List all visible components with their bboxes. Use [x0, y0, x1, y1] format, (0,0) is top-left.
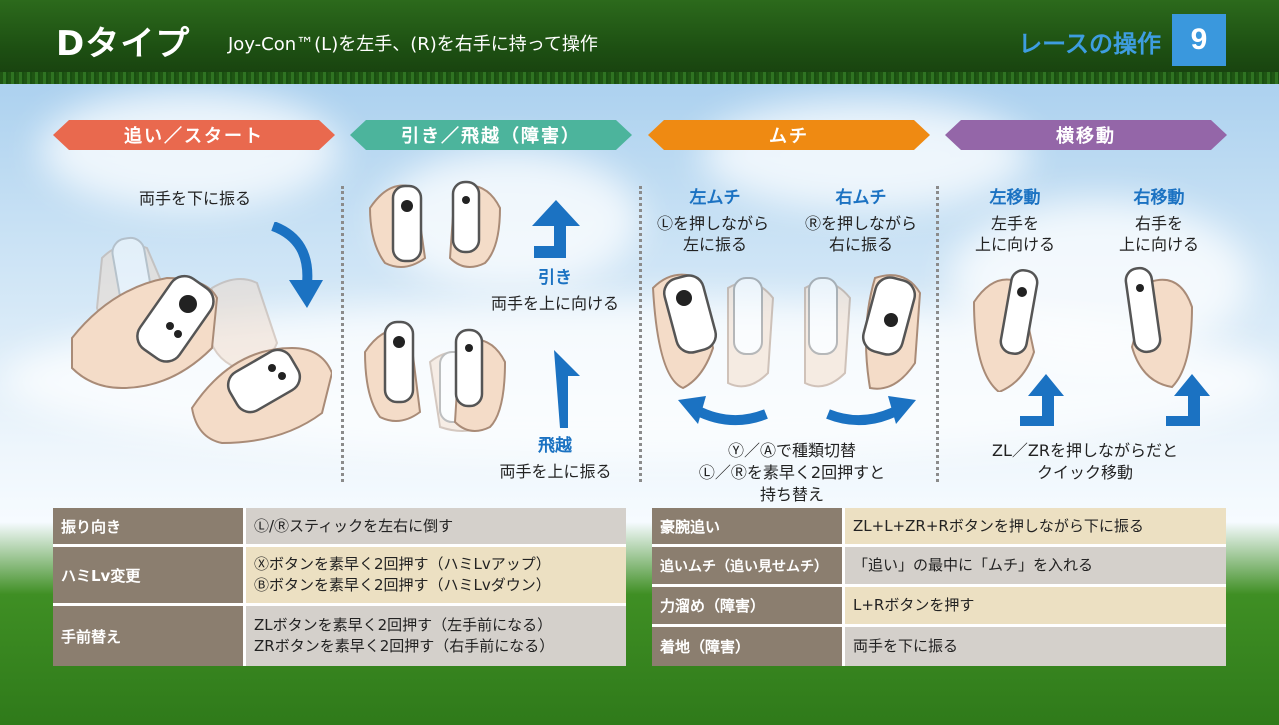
table-row: 力溜め（障害） L+Rボタンを押す: [652, 587, 1226, 627]
table-row-value: 両手を下に振る: [845, 627, 1226, 666]
header-bar: [0, 0, 1279, 82]
table-row-label: 豪腕追い: [652, 508, 845, 544]
joycon-hand-icon: [363, 320, 507, 432]
right-move-title: 右移動: [1133, 188, 1185, 208]
cloud-decoration: [380, 150, 640, 290]
table-row-value: ZL+L+ZR+Rボタンを押しながら下に振る: [845, 508, 1226, 544]
jump-description: 両手を上に振る: [499, 462, 612, 481]
controls-table-left: 振り向き Ⓛ/Ⓡスティックを左右に倒す ハミLv変更 Ⓧボタンを素早く2回押す（…: [53, 508, 626, 666]
left-move-title: 左移動: [989, 188, 1041, 208]
table-row-line: ZLボタンを素早く2回押す（左手前になる）: [254, 616, 553, 634]
table-row-line: Ⓛ/Ⓡスティックを左右に倒す: [254, 516, 454, 535]
page-number: 9: [1172, 14, 1226, 66]
right-move-desc-2: 上に向ける: [1118, 235, 1199, 254]
banner-whip: ムチ: [648, 120, 930, 150]
table-row-line: 「追い」の最中に「ムチ」を入れる: [853, 556, 1094, 574]
lateral-note-1: ZL／ZRを押しながらだと: [992, 441, 1178, 460]
table-row-line: L+Rボタンを押す: [853, 596, 975, 614]
curved-arrow-down-icon: [271, 222, 323, 308]
table-row-value: 「追い」の最中に「ムチ」を入れる: [845, 547, 1226, 584]
whip-note-2: Ⓛ／Ⓡを素早く2回押すと: [698, 463, 886, 482]
curved-arrow-right-icon: [826, 396, 916, 426]
curved-arrow-up-icon: [554, 350, 580, 428]
table-row: 豪腕追い ZL+L+ZR+Rボタンを押しながら下に振る: [652, 508, 1226, 547]
left-move-desc-1: 左手を: [990, 214, 1039, 233]
table-row-label: ハミLv変更: [53, 547, 246, 603]
table-row-line: 両手を下に振る: [853, 637, 959, 655]
table-row-label: 手前替え: [53, 606, 246, 666]
table-row: 着地（障害） 両手を下に振る: [652, 627, 1226, 666]
table-row-line: Ⓧボタンを素早く2回押す（ハミLvアップ）: [254, 555, 551, 573]
column-divider: [341, 186, 344, 482]
table-row-label: 振り向き: [53, 508, 246, 544]
right-whip-title: 右ムチ: [835, 188, 887, 208]
table-row-line: Ⓑボタンを素早く2回押す（ハミLvダウン）: [254, 576, 551, 594]
table-row-line: ZRボタンを素早く2回押す（右手前になる）: [254, 637, 555, 655]
arrow-up-icon: [1020, 374, 1064, 426]
arrow-up-icon: [532, 200, 580, 258]
page-title: Dタイプ: [56, 24, 191, 64]
cloud-decoration: [40, 90, 340, 210]
curved-arrow-left-icon: [678, 396, 768, 426]
table-row: 手前替え ZLボタンを素早く2回押す（左手前になる） ZRボタンを素早く2回押す…: [53, 606, 626, 666]
joycon-hand-icon: [651, 273, 775, 390]
right-whip-desc-2: 右に振る: [828, 235, 893, 254]
joycon-hand-icon: [1124, 266, 1194, 389]
joycon-hand-icon: [71, 236, 332, 445]
whip-note-1: Ⓨ／Ⓐで種類切替: [727, 441, 856, 460]
table-row: 振り向き Ⓛ/Ⓡスティックを左右に倒す: [53, 508, 626, 547]
table-row-line: ZL+L+ZR+Rボタンを押しながら下に振る: [853, 516, 1144, 535]
banner-pull-jump: 引き／飛越（障害）: [350, 120, 632, 150]
table-row-value: Ⓧボタンを素早く2回押す（ハミLvアップ） Ⓑボタンを素早く2回押す（ハミLvダ…: [246, 547, 626, 603]
section-name: レースの操作: [1018, 30, 1161, 58]
table-row: 追いムチ（追い見せムチ） 「追い」の最中に「ムチ」を入れる: [652, 547, 1226, 587]
header-grass-edge: [0, 72, 1279, 84]
table-row: ハミLv変更 Ⓧボタンを素早く2回押す（ハミLvアップ） Ⓑボタンを素早く2回押…: [53, 547, 626, 606]
table-row-value: Ⓛ/Ⓡスティックを左右に倒す: [246, 508, 626, 544]
table-row-label: 着地（障害）: [652, 627, 845, 666]
joycon-hand-icon: [804, 274, 922, 390]
controls-table-right: 豪腕追い ZL+L+ZR+Rボタンを押しながら下に振る 追いムチ（追い見せムチ）…: [652, 508, 1226, 666]
pull-title: 引き: [538, 268, 572, 288]
left-whip-desc-1: Ⓛを押しながら: [656, 214, 769, 233]
table-row-value: ZLボタンを素早く2回押す（左手前になる） ZRボタンを素早く2回押す（右手前に…: [246, 606, 626, 666]
cloud-decoration: [700, 100, 1030, 210]
table-row-label: 力溜め（障害）: [652, 587, 845, 624]
left-move-desc-2: 上に向ける: [974, 235, 1055, 254]
chase-instruction: 両手を下に振る: [138, 189, 251, 208]
banner-chase: 追い／スタート: [53, 120, 335, 150]
column-divider: [936, 186, 939, 482]
joycon-hand-icon: [368, 180, 502, 268]
lateral-note-2: クイック移動: [1036, 463, 1133, 482]
table-row-label: 追いムチ（追い見せムチ）: [652, 547, 845, 584]
left-whip-desc-2: 左に振る: [682, 235, 747, 254]
column-divider: [639, 186, 642, 482]
page-subtitle: Joy-Con™(L)を左手、(R)を右手に持って操作: [228, 34, 598, 55]
joycon-hand-icon: [972, 269, 1039, 392]
right-whip-desc-1: Ⓡを押しながら: [804, 214, 917, 233]
arrow-up-icon: [1166, 374, 1210, 426]
table-row-value: L+Rボタンを押す: [845, 587, 1226, 624]
left-whip-title: 左ムチ: [689, 188, 741, 208]
jump-title: 飛越: [538, 436, 572, 456]
pull-description: 両手を上に向ける: [490, 294, 619, 313]
banner-lateral: 横移動: [945, 120, 1227, 150]
whip-note-3: 持ち替え: [759, 485, 824, 504]
right-move-desc-1: 右手を: [1134, 214, 1183, 233]
